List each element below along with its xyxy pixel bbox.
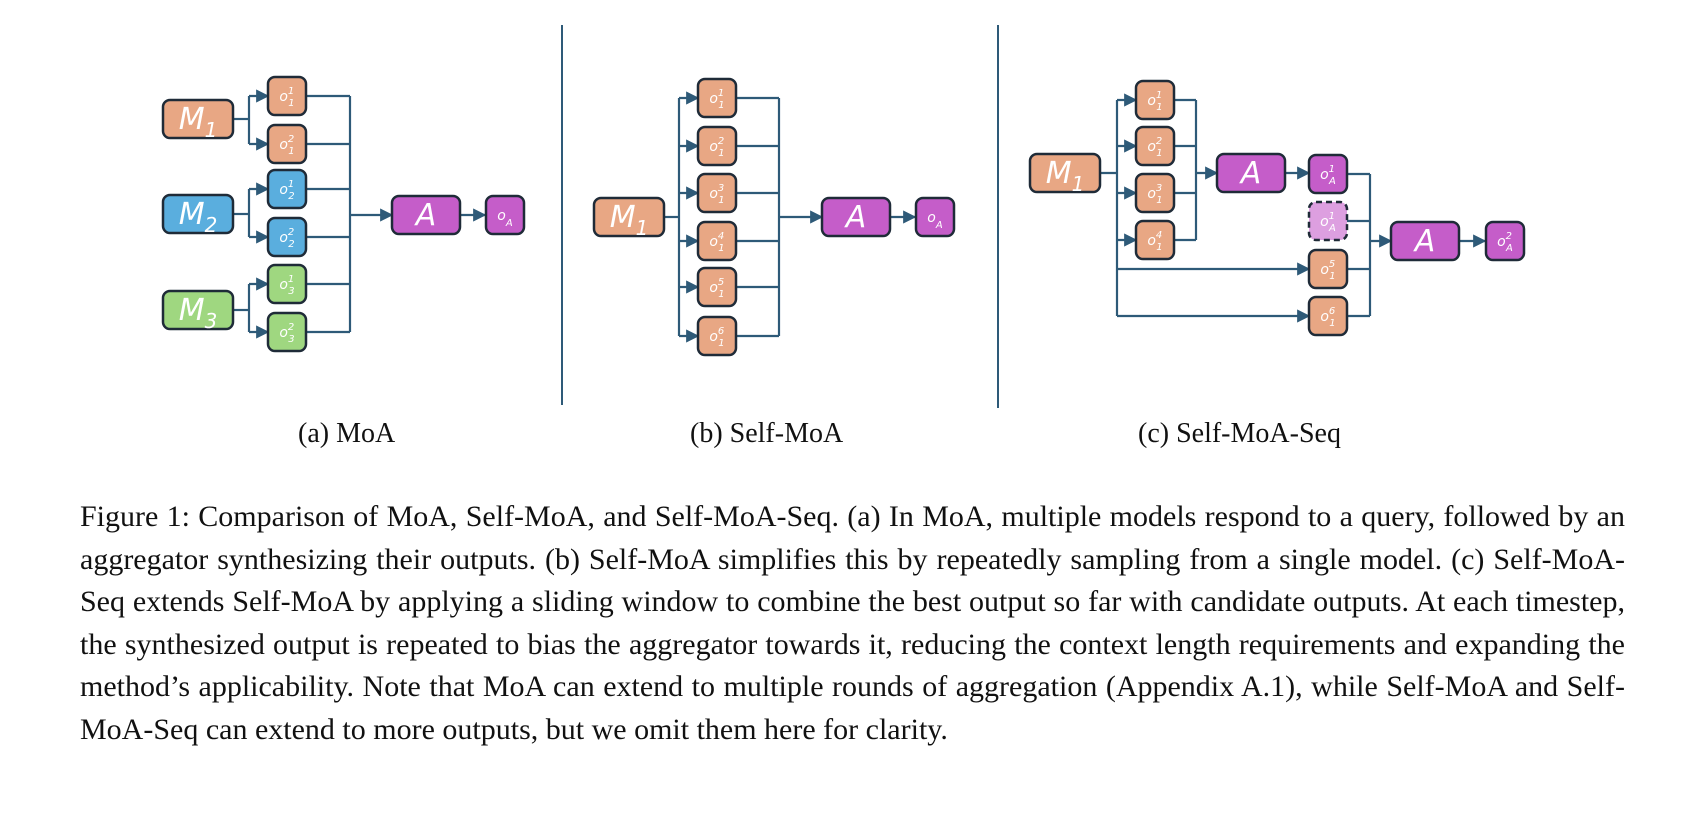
seq-model-m1: M1: [1028, 152, 1102, 196]
seq-aggregator-2: A: [1389, 220, 1461, 262]
svg-text:o21: o21: [279, 134, 294, 157]
moa-model-m3: M3: [161, 289, 235, 333]
svg-text:o61: o61: [1320, 306, 1335, 329]
svg-text:oA: oA: [497, 208, 513, 229]
svg-text:o23: o23: [279, 322, 294, 345]
svg-text:o41: o41: [709, 231, 724, 254]
svg-text:o11: o11: [709, 88, 724, 111]
figure-caption: Figure 1: Comparison of MoA, Self-MoA, a…: [80, 496, 1625, 751]
self-moa-aggregator: A: [820, 196, 892, 238]
panel-caption-moa: (a) MoA: [298, 418, 396, 449]
figure-caption-text: Figure 1: Comparison of MoA, Self-MoA, a…: [80, 500, 1625, 746]
svg-text:o51: o51: [709, 277, 724, 300]
panel-caption-self-moa: (b) Self-MoA: [690, 418, 844, 449]
svg-text:M1: M1: [610, 200, 649, 240]
svg-text:o51: o51: [1320, 259, 1335, 282]
svg-text:oA: oA: [927, 210, 943, 231]
svg-text:A: A: [414, 198, 437, 233]
svg-text:M2: M2: [179, 197, 218, 237]
svg-text:o41: o41: [1147, 230, 1162, 253]
svg-text:M1: M1: [179, 102, 218, 142]
svg-text:A: A: [1413, 224, 1436, 259]
seq-aggregator-1: A: [1215, 152, 1287, 194]
svg-text:o31: o31: [709, 183, 724, 206]
svg-text:o1A: o1A: [1320, 164, 1336, 187]
svg-text:o21: o21: [709, 136, 724, 159]
svg-text:A: A: [1239, 156, 1262, 191]
self-moa-model-m1: M1: [592, 196, 666, 240]
self-moa-final-output: oA: [914, 196, 956, 238]
moa-aggregator: A: [390, 194, 462, 236]
svg-text:o13: o13: [279, 274, 294, 297]
svg-text:A: A: [844, 200, 867, 235]
svg-text:o11: o11: [1147, 90, 1162, 113]
svg-text:o12: o12: [279, 179, 294, 202]
svg-text:o11: o11: [279, 86, 294, 109]
moa-final-output: oA: [484, 194, 526, 236]
svg-text:o2A: o2A: [1497, 231, 1513, 254]
svg-text:o21: o21: [1147, 136, 1162, 159]
panel-caption-self-moa-seq: (c) Self-MoA-Seq: [1138, 418, 1341, 449]
svg-text:o61: o61: [709, 326, 724, 349]
svg-text:M1: M1: [1046, 156, 1085, 196]
svg-text:o22: o22: [279, 227, 294, 250]
moa-model-m2: M2: [161, 193, 235, 237]
svg-text:o31: o31: [1147, 183, 1162, 206]
svg-text:M3: M3: [179, 293, 218, 333]
svg-text:o1A: o1A: [1320, 211, 1336, 234]
moa-model-m1: M1: [161, 98, 235, 142]
